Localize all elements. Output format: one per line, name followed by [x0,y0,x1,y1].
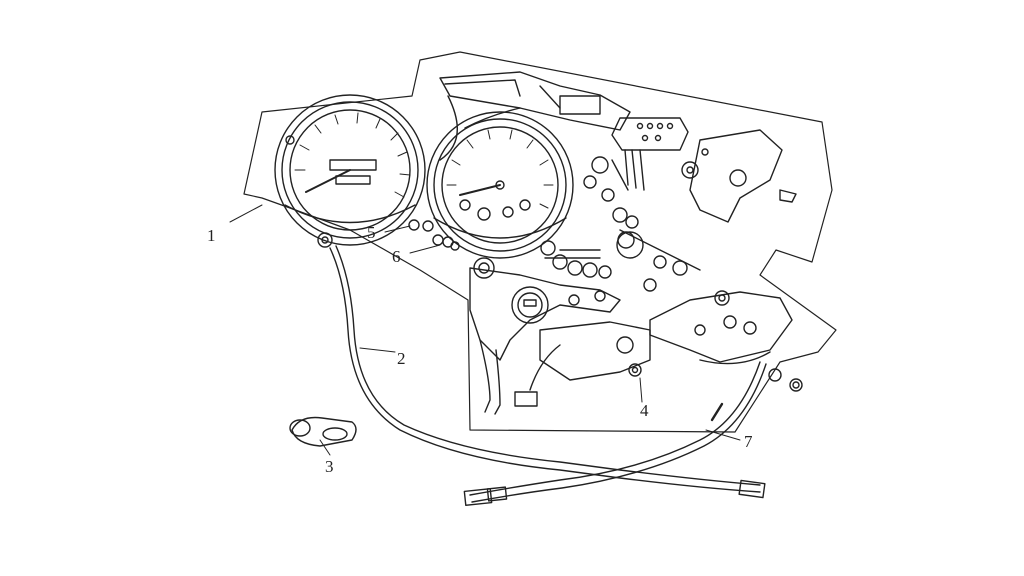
assembly-outline [243,51,837,433]
callout-7: 7 [744,432,753,451]
callout-1: 1 [207,226,216,245]
callout-2: 2 [397,349,406,368]
speedometer-cable [317,232,766,499]
right-bracket [681,129,797,223]
support-plate [649,290,803,392]
callout-3: 3 [325,457,334,476]
callout-6: 6 [392,247,401,266]
callout-4: 4 [640,401,649,420]
bulb-sockets [540,156,701,292]
callout-5: 5 [367,223,376,242]
leader-lines [229,204,741,456]
speedometer-gauge [274,94,426,246]
tachometer-cable [463,361,767,507]
indicator-housing [439,71,631,161]
ignition-switch [479,321,651,415]
small-bulbs [408,219,460,251]
warning-light-panel [611,117,689,191]
grommet [289,416,357,447]
mounting-bracket [469,257,621,361]
tachometer-gauge [426,111,574,259]
